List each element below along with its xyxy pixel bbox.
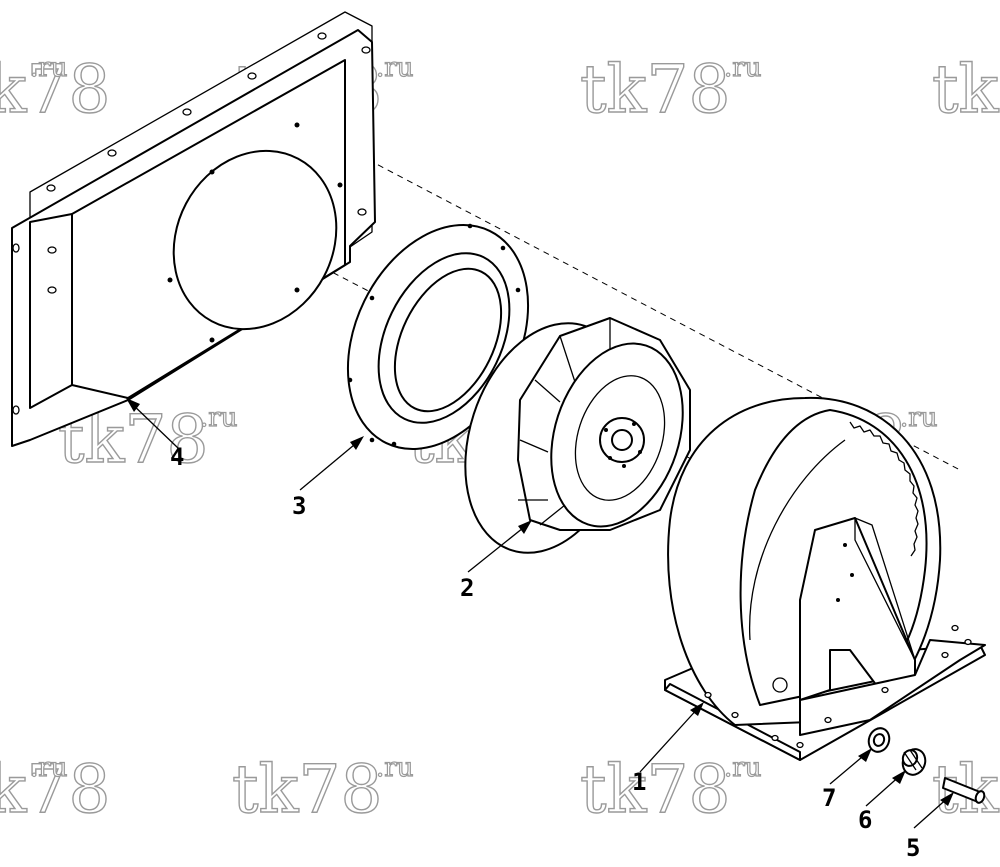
svg-text:.ru: .ru <box>30 53 67 83</box>
watermark-bottom-center-right: tk78 .ru <box>579 750 762 828</box>
svg-text:.ru: .ru <box>200 403 237 433</box>
callout-7: 7 <box>822 784 836 812</box>
callout-3: 3 <box>292 492 306 520</box>
svg-text:tk78: tk78 <box>0 751 111 828</box>
svg-text:tk78: tk78 <box>232 751 383 828</box>
callout-labels: 4 3 2 1 7 6 5 <box>170 443 920 862</box>
leader-1 <box>639 705 701 773</box>
frame-side-panel <box>29 213 73 409</box>
part-4-mounting-frame <box>11 11 376 447</box>
watermark-top-center-right: tk78 .ru <box>579 50 762 128</box>
part-2-impeller <box>464 317 691 554</box>
leader-3 <box>299 439 361 491</box>
impeller-bore <box>611 429 633 451</box>
frame-bolt-holes <box>12 32 371 415</box>
svg-text:tk78: tk78 <box>932 51 1000 128</box>
housing-drain-hole <box>772 677 788 693</box>
watermark-top-left: tk78 .ru <box>0 50 111 128</box>
frame-opening <box>172 149 338 331</box>
svg-text:tk78: tk78 <box>0 51 111 128</box>
housing-motor-bracket <box>799 517 916 701</box>
callout-6: 6 <box>858 806 872 834</box>
housing-outlet-deck <box>799 639 986 736</box>
part-6-bushing <box>901 748 927 776</box>
callout-leaders <box>126 398 954 829</box>
part-5-pin <box>942 777 986 804</box>
housing-serrated-edge <box>849 421 919 557</box>
svg-text:.ru: .ru <box>30 753 67 783</box>
watermark-bottom-center-left: tk78 .ru <box>231 750 414 828</box>
ring-bore <box>393 267 503 413</box>
watermark-top-right: tk78 <box>931 50 1000 128</box>
impeller-hub-holes <box>604 422 642 468</box>
svg-text:.ru: .ru <box>376 53 413 83</box>
leader-4 <box>129 401 179 449</box>
svg-text:tk78: tk78 <box>580 51 731 128</box>
svg-text:.ru: .ru <box>900 403 937 433</box>
part-7-nut <box>867 727 891 753</box>
svg-text:.ru: .ru <box>724 753 761 783</box>
housing-bracket-side <box>854 517 916 661</box>
callout-5: 5 <box>906 834 920 862</box>
svg-text:tk78: tk78 <box>580 751 731 828</box>
impeller-blades <box>518 318 611 526</box>
watermark-bottom-left: tk78 .ru <box>0 750 111 828</box>
part-1-fan-housing <box>664 396 986 761</box>
housing-inner-curve <box>748 439 846 641</box>
leader-2 <box>467 523 529 573</box>
callout-1: 1 <box>632 768 646 796</box>
svg-text:.ru: .ru <box>724 53 761 83</box>
callout-4: 4 <box>170 443 184 471</box>
callout-2: 2 <box>460 574 474 602</box>
housing-base-holes <box>704 624 972 749</box>
svg-text:.ru: .ru <box>376 753 413 783</box>
